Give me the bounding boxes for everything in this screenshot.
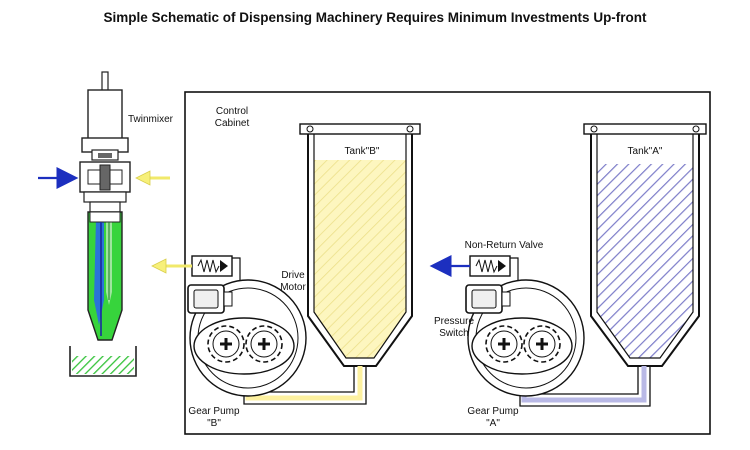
drive-motor-label-line2: Motor bbox=[280, 282, 306, 293]
non-return-valve-label: Non-Return Valve bbox=[465, 240, 544, 251]
twinmixer bbox=[79, 71, 131, 341]
control-cabinet-label-line1: Control bbox=[216, 106, 248, 117]
tank-b bbox=[299, 123, 421, 367]
tank-b-label: Tank"B" bbox=[345, 146, 380, 157]
component-b-inlet-arrow bbox=[135, 170, 170, 186]
dispensing-cup bbox=[69, 346, 137, 377]
gear-pump-a-label-line1: Gear Pump bbox=[467, 406, 519, 417]
drive-motor-b bbox=[187, 284, 233, 314]
component-b-outlet-arrow bbox=[151, 258, 192, 274]
gear-pump-a-label-line2: "A" bbox=[486, 418, 500, 429]
valve-b bbox=[191, 255, 233, 277]
pressure-switch-label-line1: Pressure bbox=[434, 316, 474, 327]
control-cabinet-label-line2: Cabinet bbox=[215, 118, 250, 129]
non-return-valve-a bbox=[469, 255, 511, 277]
tank-a bbox=[583, 123, 707, 367]
gear-pump-b-label-line1: Gear Pump bbox=[188, 406, 240, 417]
tank-a-label: Tank"A" bbox=[628, 146, 663, 157]
pressure-switch-label-line2: Switch bbox=[439, 328, 468, 339]
diagram-title: Simple Schematic of Dispensing Machinery… bbox=[103, 10, 647, 25]
gear-pump-b-label-line2: "B" bbox=[207, 418, 221, 429]
control-cabinet bbox=[184, 91, 711, 435]
twinmixer-label: Twinmixer bbox=[128, 114, 174, 125]
drive-motor-label-line1: Drive bbox=[281, 270, 305, 281]
drive-motor-a bbox=[465, 284, 511, 314]
